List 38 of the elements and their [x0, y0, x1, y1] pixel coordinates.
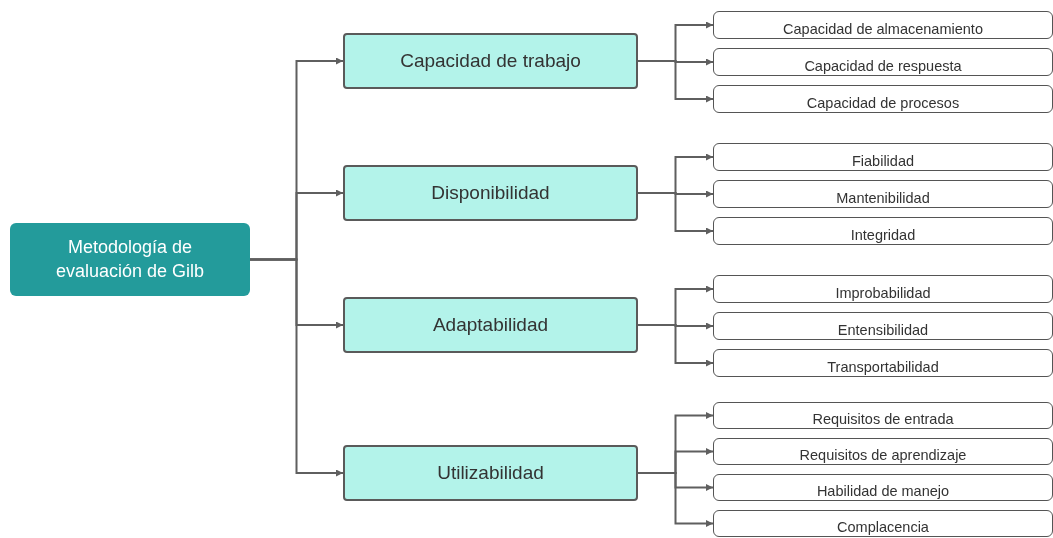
item-box: [713, 275, 1053, 303]
item-box: [713, 180, 1053, 208]
item-box: [713, 402, 1053, 429]
node-label: Capacidad de almacenamiento: [783, 21, 983, 38]
node-label: Transportabilidad: [827, 359, 939, 376]
node-label: Disponibilidad: [431, 182, 550, 204]
node-label: Adaptabilidad: [432, 314, 549, 336]
item-box: [713, 349, 1053, 377]
node-label: Requisitos de aprendizaje: [799, 447, 967, 464]
node-label: Improbabilidad: [835, 285, 931, 302]
node-label: Complacencia: [837, 519, 929, 536]
item-box: [713, 85, 1053, 113]
node-label: Entensibilidad: [837, 322, 929, 339]
category-box: [343, 33, 638, 89]
item-box: [713, 474, 1053, 501]
node-label: Capacidad de procesos: [806, 95, 960, 112]
item-box: [713, 312, 1053, 340]
node-label: Mantenibilidad: [836, 190, 930, 207]
node-label: Utilizabilidad: [437, 462, 544, 484]
node-label: Requisitos de entrada: [812, 411, 954, 428]
category-box: [343, 165, 638, 221]
category-box: [343, 297, 638, 353]
node-label: Capacidad de trabajo: [400, 50, 581, 72]
node-label: Fiabilidad: [851, 153, 915, 170]
item-box: [713, 510, 1053, 537]
item-box: [713, 438, 1053, 465]
node-label: Habilidad de manejo: [816, 483, 950, 500]
category-box: [343, 445, 638, 501]
item-box: [713, 217, 1053, 245]
item-box: [713, 143, 1053, 171]
node-label: Integridad: [850, 227, 916, 244]
arrow: [249, 258, 344, 477]
item-box: [713, 11, 1053, 39]
root-box: [10, 223, 250, 296]
node-label: Metodología de evaluación de Gilb: [54, 236, 206, 283]
node-label: Capacidad de respuesta: [804, 58, 962, 75]
item-box: [713, 48, 1053, 76]
arrow: [637, 472, 714, 527]
